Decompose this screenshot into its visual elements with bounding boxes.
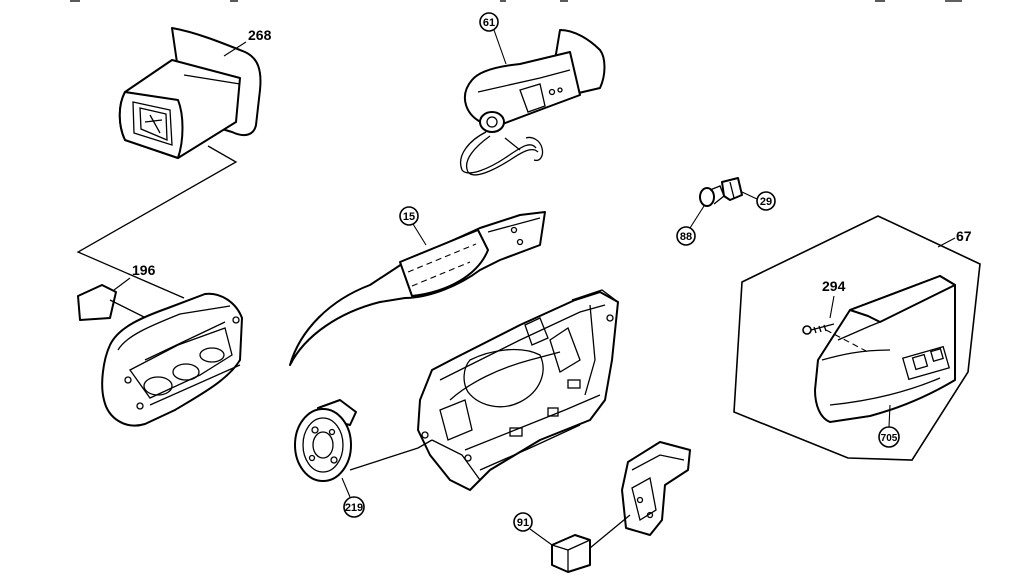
bubble-15 bbox=[399, 206, 419, 226]
panel-group-part-67 bbox=[733, 215, 981, 461]
eyecup-part-268 bbox=[118, 27, 262, 159]
label-294: 294 bbox=[822, 278, 846, 294]
side-cover-assembly bbox=[101, 292, 243, 427]
label-plate-part-196 bbox=[77, 284, 117, 321]
screw-part-294 bbox=[802, 323, 835, 335]
knob-part-88 bbox=[699, 185, 725, 207]
label-196: 196 bbox=[132, 262, 156, 278]
hand-strap-part-15 bbox=[289, 211, 546, 366]
label-61: 61 bbox=[483, 17, 495, 29]
grip-cover-assembly bbox=[621, 441, 691, 536]
main-chassis bbox=[417, 289, 619, 491]
label-29: 29 bbox=[760, 196, 772, 208]
assembly-line-91 bbox=[589, 514, 631, 549]
label-88: 88 bbox=[680, 231, 692, 243]
clip-part-29 bbox=[721, 177, 743, 201]
bubble-88 bbox=[676, 226, 696, 246]
label-15: 15 bbox=[403, 211, 415, 223]
bubble-91 bbox=[513, 512, 533, 532]
label-268: 268 bbox=[248, 27, 272, 43]
lens-ring-part-219 bbox=[294, 399, 357, 482]
assembly-line-219 bbox=[349, 439, 433, 471]
bubble-61 bbox=[479, 12, 499, 32]
bubble-29 bbox=[756, 191, 776, 211]
label-705: 705 bbox=[881, 433, 898, 444]
label-91: 91 bbox=[517, 517, 529, 529]
button-part-91 bbox=[551, 534, 591, 573]
viewfinder-assembly-part-61 bbox=[460, 29, 606, 176]
bubble-219 bbox=[343, 496, 365, 518]
label-219: 219 bbox=[345, 502, 363, 514]
assembly-line-268-196 bbox=[76, 145, 238, 299]
label-67: 67 bbox=[956, 228, 972, 244]
